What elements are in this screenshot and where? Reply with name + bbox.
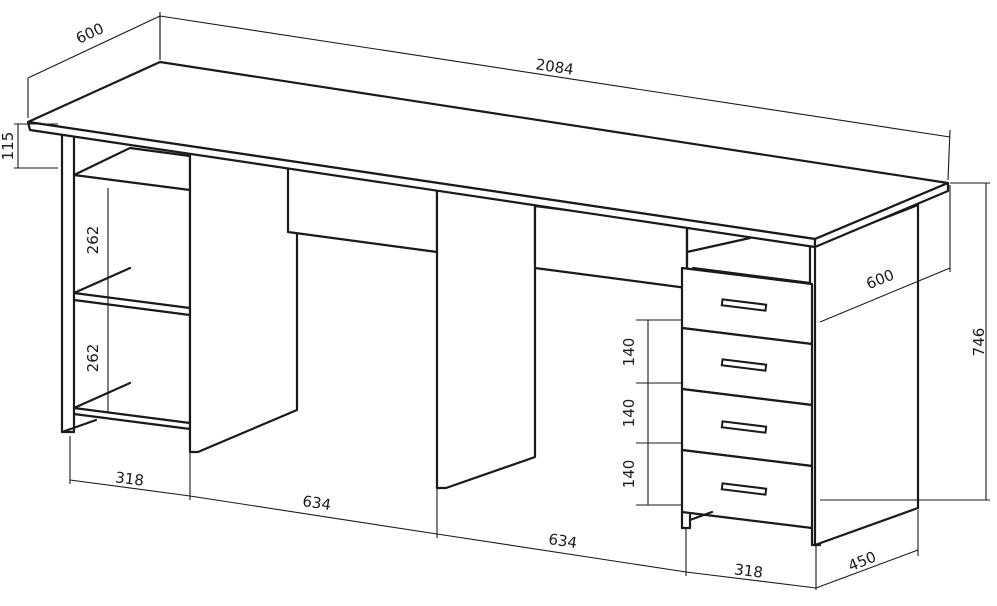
center-partition-panel: [435, 186, 537, 490]
shelf-middle: [72, 266, 192, 317]
dim-total-height: 746: [970, 328, 988, 357]
dim-drawer-height-3: 140: [620, 460, 638, 489]
right-pedestal-open-shelf: [685, 226, 812, 285]
drawer-2-handle: [720, 358, 768, 372]
dim-top-thickness: 115: [0, 132, 17, 161]
shelf-top: [72, 146, 192, 192]
drawer-3-handle: [720, 420, 768, 434]
dim-drawer-height-1: 140: [620, 338, 638, 367]
dim-knee-space-left: 634: [301, 492, 332, 514]
dim-knee-space-right: 634: [547, 530, 578, 552]
drawer-stack: [680, 266, 822, 547]
desk: [26, 60, 950, 547]
dimension-labels: 2084 600 115 746 600 262 262 140 140 140…: [0, 19, 988, 581]
shelf-bottom: [72, 381, 192, 431]
drawer-1-handle: [720, 298, 768, 312]
tabletop-side-edge: [813, 181, 950, 249]
left-partition-panel: [188, 150, 299, 454]
dim-drawer-height-2: 140: [620, 399, 638, 428]
dim-total-width: 2084: [535, 55, 575, 78]
drawer-4-handle: [720, 482, 768, 496]
left-side-panel: [60, 130, 98, 434]
dim-shelf-section-width: 318: [114, 468, 145, 489]
dim-drawer-section-width: 318: [733, 560, 764, 581]
right-pedestal-side: [813, 203, 920, 547]
dim-shelf-height-lower: 262: [84, 344, 102, 373]
dim-pedestal-depth: 450: [845, 548, 878, 575]
dim-shelf-height-upper: 262: [84, 226, 102, 255]
dimension-lines: [14, 12, 990, 590]
